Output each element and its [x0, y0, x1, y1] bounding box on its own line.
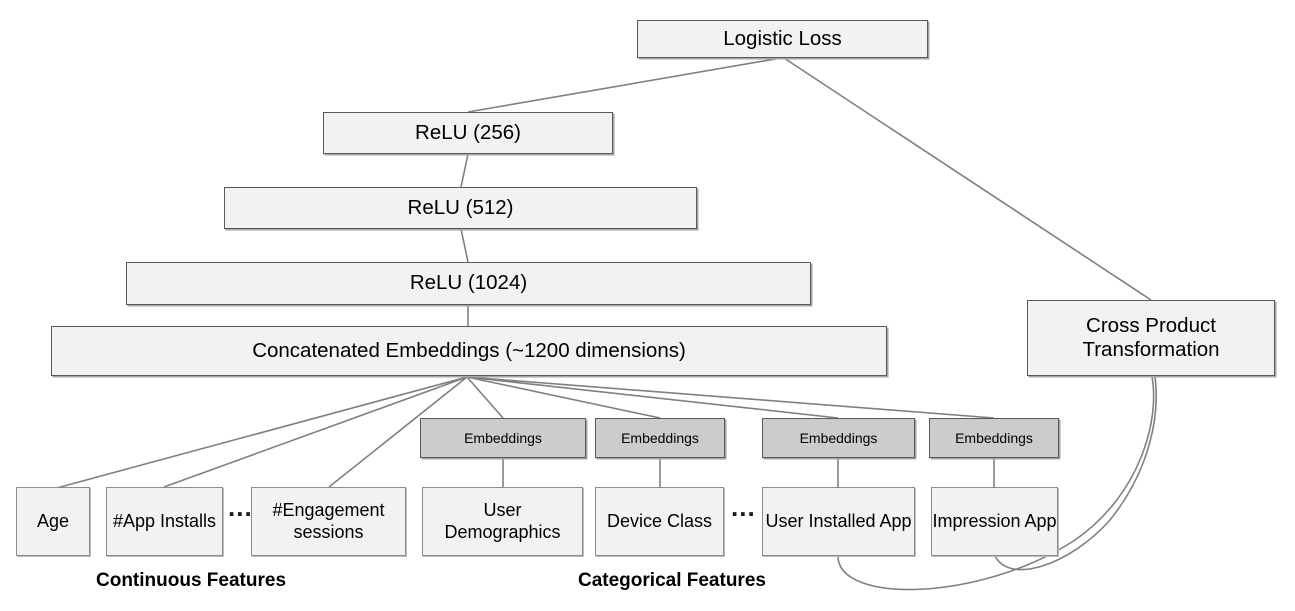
feature-box-age-label: Age [36, 510, 70, 531]
node-logistic-loss-label: Logistic Loss [723, 26, 842, 50]
ellipsis-continuous: ... [228, 492, 253, 522]
feature-box-age[interactable]: Age [16, 487, 90, 556]
group-label-categorical-features: Categorical Features [578, 570, 766, 591]
edge-user-installed-app-to-cross-product [837, 376, 1155, 591]
feature-box-user-demographics[interactable]: User Demographics [422, 487, 583, 556]
node-relu-512[interactable]: ReLU (512) [224, 187, 697, 229]
feature-box-device-class-label: Device Class [606, 510, 713, 531]
group-label-continuous-features: Continuous Features [96, 570, 287, 591]
node-relu-512-label: ReLU (512) [407, 195, 514, 219]
node-embeddings-1-label: Embeddings [464, 429, 542, 446]
feature-box-user-installed-app-label: User Installed App [765, 510, 912, 531]
node-relu-1024-label: ReLU (1024) [409, 271, 528, 295]
node-embeddings-1[interactable]: Embeddings [420, 418, 586, 458]
node-embeddings-3-label: Embeddings [799, 429, 878, 446]
edge-relu256-to-relu512 [460, 153, 469, 188]
feature-box-device-class[interactable]: Device Class [595, 487, 724, 556]
node-concatenated-embeddings[interactable]: Concatenated Embeddings (~1200 dimension… [51, 326, 887, 376]
feature-box-app-installs[interactable]: #App Installs [106, 487, 223, 556]
node-concatenated-embeddings-label: Concatenated Embeddings (~1200 dimension… [252, 338, 686, 362]
edge-concat-to-embeddings-4 [466, 376, 995, 419]
node-embeddings-3[interactable]: Embeddings [762, 418, 915, 458]
node-embeddings-2[interactable]: Embeddings [595, 418, 725, 458]
node-embeddings-2-label: Embeddings [621, 429, 699, 446]
node-embeddings-4-label: Embeddings [955, 429, 1033, 446]
edge-loss-to-relu256 [467, 57, 782, 113]
edge-concat-to-embeddings-2 [466, 376, 661, 419]
ellipsis-categorical: ... [731, 492, 756, 522]
feature-box-impression-app-label: Impression App [932, 510, 1057, 531]
node-relu-256[interactable]: ReLU (256) [323, 112, 613, 154]
node-cross-product-transformation-label: Cross Product Transformation [1082, 313, 1220, 361]
edge-relu512-to-relu1024 [460, 228, 469, 263]
feature-box-app-installs-label: #App Installs [112, 510, 217, 531]
feature-box-engagement-sessions-label: #Engagement sessions [272, 500, 385, 542]
feature-box-user-installed-app[interactable]: User Installed App [762, 487, 915, 556]
feature-box-engagement-sessions[interactable]: #Engagement sessions [251, 487, 406, 556]
feature-box-user-demographics-label: User Demographics [444, 500, 561, 542]
node-relu-1024[interactable]: ReLU (1024) [126, 262, 811, 305]
node-cross-product-transformation[interactable]: Cross Product Transformation [1027, 300, 1275, 376]
edge-concat-to-embeddings-1 [466, 376, 504, 419]
node-relu-256-label: ReLU (256) [415, 120, 521, 144]
edge-concat-to-age [52, 376, 468, 490]
edge-concat-to-embeddings-3 [466, 376, 839, 419]
node-embeddings-4[interactable]: Embeddings [929, 418, 1059, 458]
node-logistic-loss[interactable]: Logistic Loss [637, 20, 928, 58]
feature-box-impression-app[interactable]: Impression App [931, 487, 1058, 556]
edge-loss-to-cross-product [783, 57, 1152, 301]
